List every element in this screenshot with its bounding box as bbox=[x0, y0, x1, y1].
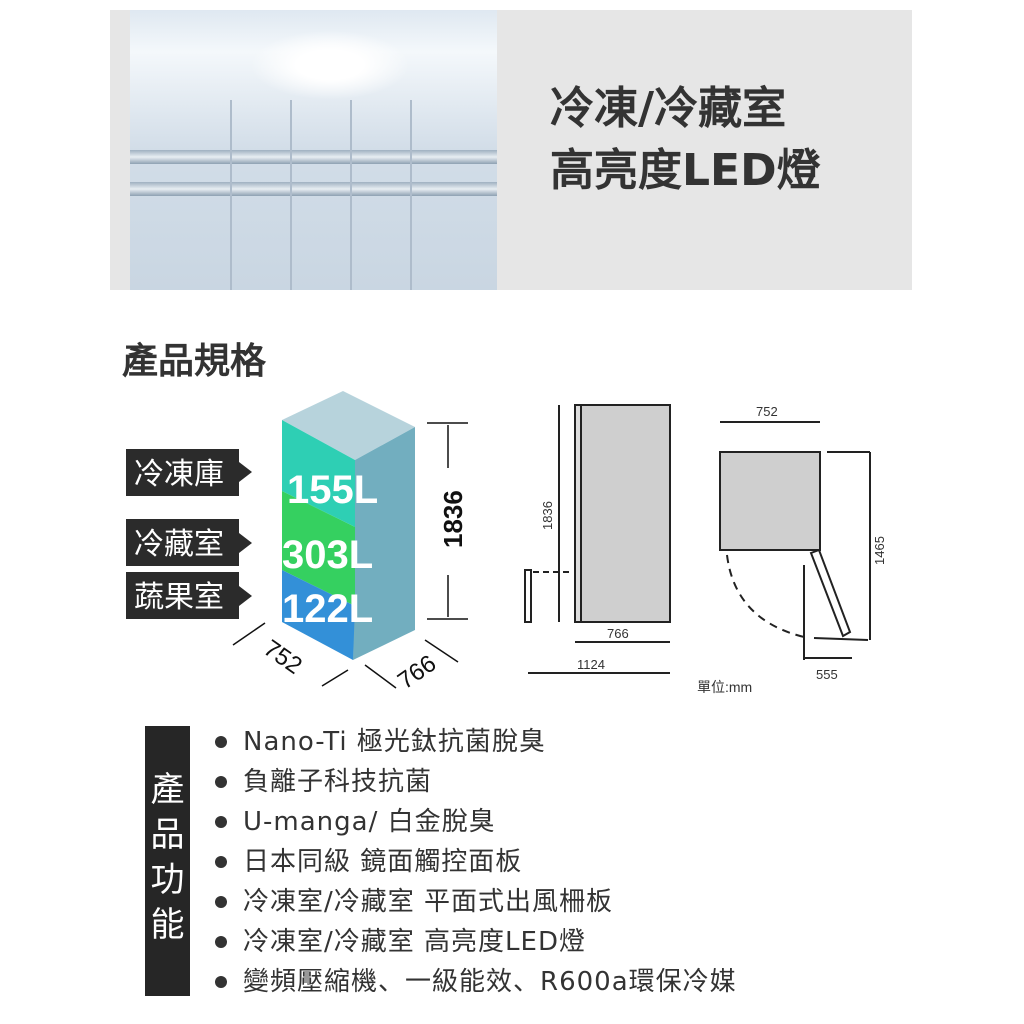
feature-item: 冷凍室/冷藏室 平面式出風柵板 bbox=[215, 882, 737, 922]
fridge-3d-box: 155L 303L 122L bbox=[282, 391, 415, 660]
side-height-label: 1836 bbox=[540, 501, 555, 530]
fridge-interior-photo bbox=[130, 10, 497, 290]
side-depth-label: 766 bbox=[607, 626, 629, 641]
bullet-icon bbox=[215, 736, 227, 748]
feature-text: 日本同級 鏡面觸控面板 bbox=[243, 847, 523, 877]
features-list: Nano-Ti 極光鈦抗菌脫臭 負離子科技抗菌 U-manga/ 白金脫臭 日本… bbox=[215, 722, 737, 1002]
feature-item: 變頻壓縮機、一級能效、R600a環保冷媒 bbox=[215, 962, 737, 1002]
bullet-icon bbox=[215, 816, 227, 828]
bullet-icon bbox=[215, 976, 227, 988]
feature-text: Nano-Ti 極光鈦抗菌脫臭 bbox=[243, 727, 546, 757]
vegetable-volume: 122L bbox=[282, 587, 373, 631]
side-view-drawing bbox=[524, 404, 671, 674]
compartment-label-vegetable: 蔬果室 bbox=[126, 572, 252, 619]
feature-text: 變頻壓縮機、一級能效、R600a環保冷媒 bbox=[243, 967, 737, 997]
top-open-depth-label: 1465 bbox=[872, 536, 887, 565]
feature-text: U-manga/ 白金脫臭 bbox=[243, 807, 496, 837]
headline-line-1: 冷凍/冷藏室 bbox=[550, 83, 787, 134]
title-char: 產 bbox=[150, 770, 185, 810]
compartment-label-fridge: 冷藏室 bbox=[126, 519, 252, 566]
unit-label: 單位:mm bbox=[697, 679, 752, 695]
headline-line-2: 高亮度LED燈 bbox=[550, 145, 821, 196]
svg-text:冷藏室: 冷藏室 bbox=[134, 528, 224, 561]
bullet-icon bbox=[215, 776, 227, 788]
compartment-label-freezer: 冷凍庫 bbox=[126, 449, 252, 496]
banner-headline: 冷凍/冷藏室 高亮度LED燈 bbox=[550, 78, 821, 202]
title-char: 功 bbox=[150, 860, 185, 900]
title-char: 品 bbox=[150, 815, 185, 855]
svg-text:冷凍庫: 冷凍庫 bbox=[134, 458, 224, 491]
depth-label: 766 bbox=[393, 650, 441, 695]
features-title: 產 品 功 能 bbox=[145, 726, 190, 996]
side-open-depth-label: 1124 bbox=[577, 657, 605, 672]
bullet-icon bbox=[215, 856, 227, 868]
feature-text: 負離子科技抗菌 bbox=[243, 767, 433, 797]
width-label: 752 bbox=[259, 635, 307, 680]
top-width-label: 752 bbox=[756, 404, 778, 419]
feature-item: 日本同級 鏡面觸控面板 bbox=[215, 842, 737, 882]
bullet-icon bbox=[215, 896, 227, 908]
fridge-volume: 303L bbox=[282, 533, 373, 577]
feature-text: 冷凍室/冷藏室 平面式出風柵板 bbox=[243, 887, 614, 917]
freezer-volume: 155L bbox=[287, 468, 378, 512]
dimension-lines bbox=[232, 422, 468, 689]
spec-title: 產品規格 bbox=[122, 341, 267, 382]
feature-text: 冷凍室/冷藏室 高亮度LED燈 bbox=[243, 927, 586, 957]
feature-item: 負離子科技抗菌 bbox=[215, 762, 737, 802]
feature-item: U-manga/ 白金脫臭 bbox=[215, 802, 737, 842]
svg-text:蔬果室: 蔬果室 bbox=[134, 581, 224, 614]
title-char: 能 bbox=[150, 905, 185, 945]
door-clearance-label: 555 bbox=[816, 667, 838, 682]
bullet-icon bbox=[215, 936, 227, 948]
height-label: 1836 bbox=[438, 490, 468, 548]
feature-item: 冷凍室/冷藏室 高亮度LED燈 bbox=[215, 922, 737, 962]
top-view-drawing bbox=[719, 421, 871, 660]
feature-item: Nano-Ti 極光鈦抗菌脫臭 bbox=[215, 722, 737, 762]
